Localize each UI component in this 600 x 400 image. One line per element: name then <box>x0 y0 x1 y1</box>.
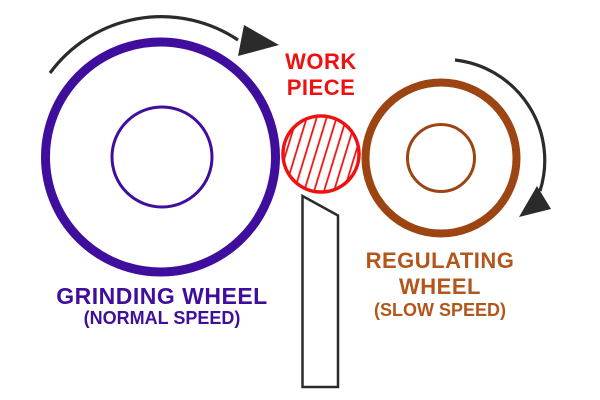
regulating-wheel-label-line1: REGULATING <box>365 248 515 273</box>
grinding-wheel-rotation-arrowhead-icon <box>238 25 279 56</box>
work-piece-label-line1: WORK <box>285 49 357 74</box>
regulating-wheel-label-line2: WHEEL <box>399 274 481 299</box>
work-rest-blade <box>301 193 340 389</box>
work-piece-circle <box>281 114 361 194</box>
regulating-wheel-inner-circle <box>406 123 476 193</box>
grinding-wheel-rotation-arrow <box>48 15 239 74</box>
grinding-wheel-inner-circle <box>110 105 214 209</box>
regulating-wheel-rotation-arrowhead-icon <box>519 186 551 217</box>
regulating-wheel-label: REGULATING WHEEL (SLOW SPEED) <box>340 248 540 320</box>
work-piece-label: WORK PIECE <box>250 49 392 101</box>
grinding-wheel-label: GRINDING WHEEL (NORMAL SPEED) <box>11 284 313 328</box>
regulating-wheel-label-speed: (SLOW SPEED) <box>373 300 506 320</box>
regulating-wheel-outer-circle <box>361 78 521 238</box>
grinding-wheel-label-speed: (NORMAL SPEED) <box>83 308 241 328</box>
grinding-wheel-outer-circle <box>41 37 280 277</box>
regulating-wheel-rotation-arrow <box>454 58 547 192</box>
grinding-wheel-label-name: GRINDING WHEEL <box>56 283 268 309</box>
work-piece-label-line2: PIECE <box>286 75 356 100</box>
